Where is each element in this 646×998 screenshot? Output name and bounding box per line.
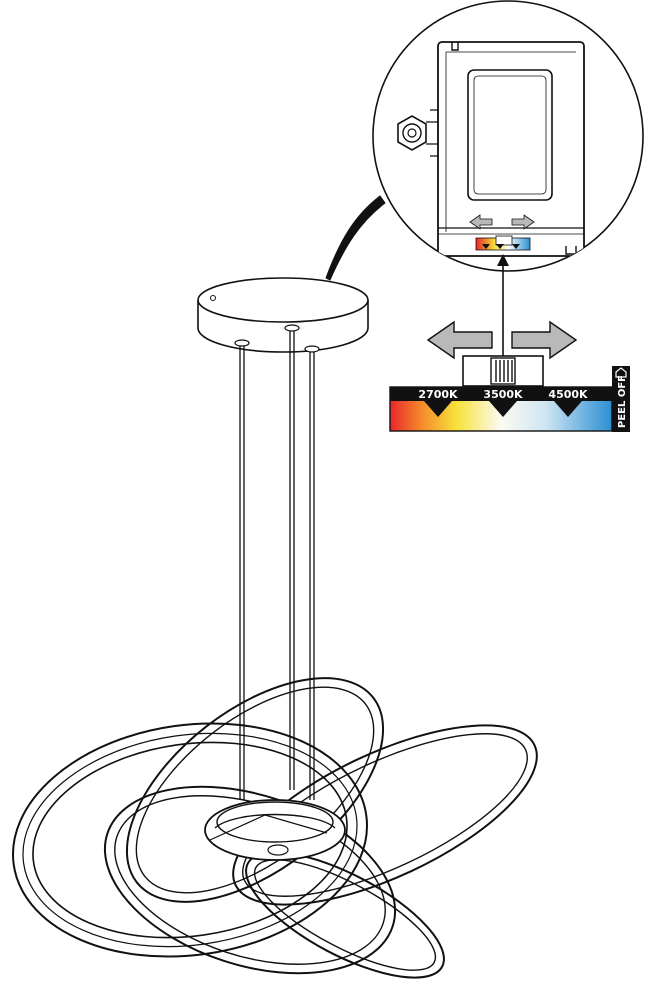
cct-label-2700k: 2700K <box>418 388 458 401</box>
cct-option-3500k: 3500K <box>483 388 523 417</box>
cct-switch-detail: 2700K 3500K 4500K PEEL OFF <box>389 320 630 432</box>
arrow-left-icon <box>426 320 493 360</box>
arrow-right-icon <box>511 320 578 360</box>
cct-label-3500k: 3500K <box>483 388 523 401</box>
peel-off-label: PEEL OFF <box>617 375 628 428</box>
callout-leader <box>325 195 386 281</box>
switch-slider[interactable] <box>490 357 516 385</box>
pointer-arrow <box>497 254 509 358</box>
suspension-cables <box>239 331 315 800</box>
cct-option-4500k: 4500K <box>548 388 588 417</box>
tag-icon <box>615 367 627 378</box>
cct-option-2700k: 2700K <box>418 388 458 417</box>
cct-label-4500k: 4500K <box>548 388 588 401</box>
ceiling-canopy <box>197 277 369 353</box>
peel-off-tab[interactable] <box>612 366 630 432</box>
zoom-callout <box>372 0 644 272</box>
led-ring-fixture <box>12 677 538 979</box>
